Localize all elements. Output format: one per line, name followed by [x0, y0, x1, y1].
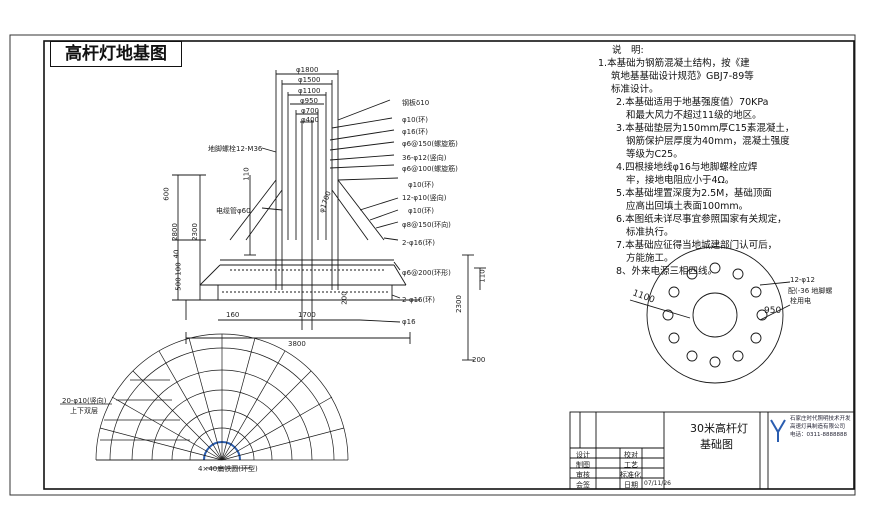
dim-label: 2300 — [454, 295, 463, 313]
company-name: 石家庄时代照明技术开发 — [790, 416, 851, 422]
bolt-dim-label: 950 — [764, 306, 782, 316]
rebar-label: 钢板δ10 — [402, 99, 430, 107]
anchor-bolt-hole — [750, 332, 762, 344]
dim-label: 600 — [162, 187, 171, 201]
note-line: 标准执行。 — [626, 227, 674, 238]
plan-rebar-label: 20-φ10(竖向) — [62, 397, 107, 405]
drawing-name: 30米高杆灯 — [690, 422, 748, 435]
anchor-bolt-hole — [756, 309, 768, 321]
rebar-label: φ10(环) — [402, 116, 428, 124]
dim-label: φ400 — [301, 116, 319, 124]
note-line: 3.本基础垫层为150mm厚C15素混凝土， — [616, 123, 795, 134]
dim-label: 110 — [242, 167, 251, 181]
tb-role: 审核 — [576, 471, 590, 479]
dim-label: φ1800 — [296, 66, 319, 74]
anchor-bolt-hole — [686, 350, 698, 362]
anchor-bolt-hole — [732, 350, 744, 362]
anchor-bolt-hole — [709, 356, 721, 368]
rebar-label: 2-φ16(环) — [402, 239, 435, 247]
elevation-view — [172, 70, 486, 361]
page-title: 高杆灯地基图 — [50, 41, 182, 67]
dim-label: 500 — [174, 277, 183, 291]
note-line: 2.本基础适用于地基强度值）70KPa — [616, 97, 769, 108]
note-line: 方能施工。 — [626, 253, 674, 264]
dim-label: 200 — [340, 291, 349, 305]
anchor-bolt-hole — [662, 309, 674, 321]
drawing-name: 基础图 — [700, 438, 733, 451]
note-line: 5.本基础埋置深度为2.5M，基础顶面 — [616, 188, 772, 199]
cable-pipe-label: 电缆管φ60 — [216, 207, 251, 215]
tb-role: 工艺 — [624, 461, 638, 469]
bolt-label: 配(-36 地脚螺 — [788, 287, 833, 295]
anchor-bolt-hole — [668, 332, 680, 344]
dim-label: φ950 — [300, 97, 318, 105]
anchor-bolt-hole — [668, 286, 680, 298]
dim-label: φ1500 — [298, 76, 321, 84]
anchor-bolt-label: 地脚螺栓12-M36 — [208, 145, 263, 153]
tb-role: 标准化 — [620, 471, 641, 479]
rebar-label: φ6@200(环形) — [402, 269, 451, 277]
rebar-label: φ10(环) — [408, 181, 434, 189]
notes-heading: 说 明: — [612, 45, 644, 56]
dim-label: φ700 — [301, 107, 319, 115]
tb-role: 会签 — [576, 481, 590, 489]
rebar-label: φ10(环) — [408, 207, 434, 215]
anchor-bolt-hole — [686, 268, 698, 280]
dim-label: 40 — [172, 249, 181, 259]
sheet-outer-frame — [9, 34, 856, 496]
tb-role: 制图 — [576, 461, 590, 469]
radial-rebar-group — [96, 334, 345, 461]
bolt-circle-plan — [629, 246, 791, 384]
tb-role: 设计 — [576, 451, 590, 459]
note-line: 标准设计。 — [611, 84, 659, 95]
dim-label: 200 — [472, 356, 486, 364]
anchor-bolt-hole — [732, 268, 744, 280]
dim-label: 2800 — [170, 223, 179, 241]
plan-ring-label: 4×40扁铁圆(环型) — [198, 465, 258, 473]
rebar-label: φ16(环) — [402, 128, 428, 136]
bolt-label: 12-φ12 — [790, 276, 815, 284]
bolt-label: 栓用电 — [790, 297, 811, 305]
company-logo-mark — [770, 419, 786, 442]
tb-date: 07/11/26 — [644, 480, 671, 487]
note-line: 筑地基基础设计规范》GBJ7-89等 — [611, 71, 754, 82]
dim-label: 2300 — [190, 223, 199, 241]
note-line: 7.本基础应征得当地城建部门认可后， — [616, 240, 778, 251]
rebar-label: φ16 — [402, 318, 416, 326]
rebar-label: φ6@150(螺旋筋) — [402, 140, 458, 148]
note-line: 牢，接地电阻应小于4Ω。 — [626, 175, 735, 186]
dim-label: 110 — [478, 269, 487, 283]
dim-label: 160 — [226, 311, 240, 319]
plan-sector-view — [60, 333, 349, 469]
dim-label: 3800 — [288, 340, 306, 348]
note-line: 8、外来电源三相四线。 — [616, 266, 718, 277]
company-name: 高速灯具制造有限公司 — [790, 424, 846, 430]
tb-role: 校对 — [624, 451, 638, 459]
rebar-label: φ6@100(螺旋筋) — [402, 165, 458, 173]
rebar-label: 12-φ10(竖向) — [402, 194, 447, 202]
rebar-label: φ8@150(环向) — [402, 221, 451, 229]
dim-label: φ1100 — [298, 87, 321, 95]
title-block-grid — [569, 411, 855, 490]
plan-rebar-label: 上下双层 — [70, 407, 98, 415]
rebar-label: 2-φ16(环) — [402, 296, 435, 304]
note-line: 1.本基础为钢筋混凝土结构，按《建 — [598, 58, 750, 69]
sheet-inner-frame — [43, 40, 855, 490]
dim-label: 1700 — [298, 311, 316, 319]
anchor-bolt-hole — [709, 262, 721, 274]
anchor-bolt-hole — [750, 286, 762, 298]
rebar-label: 36-φ12(竖向) — [402, 154, 447, 162]
note-line: 应高出回填土表面100mm。 — [626, 201, 749, 212]
company-phone: 电话：0311-8888888 — [790, 432, 847, 438]
dim-label: 100 — [174, 262, 183, 276]
note-line: 4.四根接地线φ16与地脚螺栓应焊 — [616, 162, 758, 173]
note-line: 和最大风力不超过11级的地区。 — [626, 110, 762, 121]
note-line: 6.本图纸未详尽事宜参照国家有关规定， — [616, 214, 787, 225]
note-line: 等级为C25。 — [626, 149, 683, 160]
tb-role: 日期 — [624, 481, 638, 489]
note-line: 钢筋保护层厚度为40mm，混凝土强度 — [626, 136, 790, 147]
